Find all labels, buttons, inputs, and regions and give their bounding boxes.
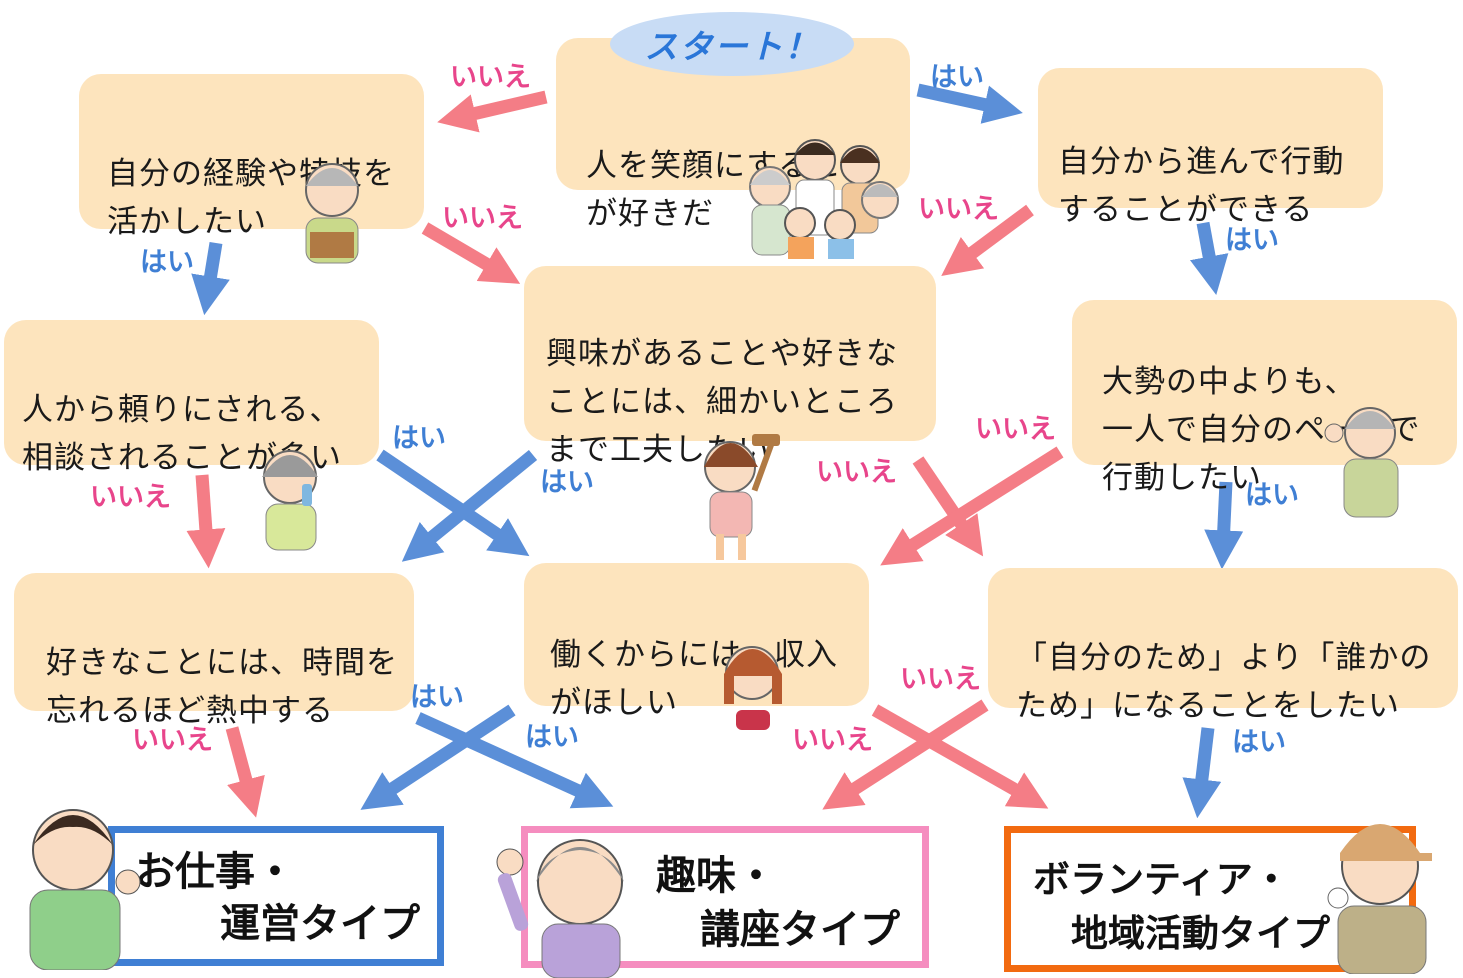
question-experience: 自分の経験や特技を 活かしたい	[79, 74, 424, 240]
label-alone-no: いいえ	[975, 414, 1056, 445]
woman-cheering-illustration	[496, 839, 624, 978]
label-experience-no: いいえ	[442, 203, 523, 234]
arrow-experience-yes	[191, 241, 230, 316]
arrow-smile-yes	[916, 83, 1023, 124]
question-absorbed-text: 好きなことには、時間を 忘れるほど熱中する	[46, 645, 398, 729]
arrow-alone-yes	[1204, 481, 1244, 570]
arrow-income-yes	[360, 704, 516, 810]
arrow-absorbed-no	[225, 726, 265, 818]
arrow-proactive-yes	[1190, 221, 1229, 296]
question-others: 「自分のため」より「誰かの ため」になることをしたい	[988, 568, 1458, 724]
label-others-no: いいえ	[900, 664, 981, 695]
result-work: お仕事・ 運営タイプ	[108, 826, 444, 966]
woman-with-hammer-illustration	[704, 434, 780, 560]
label-interest-no: いいえ	[816, 457, 897, 488]
arrow-income-no	[871, 704, 1049, 809]
label-trusted-no: いいえ	[90, 482, 171, 513]
result-hobby-line2: 講座タイプ	[700, 907, 900, 953]
elderly-man-reading-illustration	[305, 163, 359, 264]
label-proactive-yes: はい	[1225, 225, 1279, 256]
family-group-illustration	[749, 139, 899, 259]
label-experience-yes: はい	[140, 247, 194, 278]
result-volunteer-line1: ボランティア・	[1033, 858, 1290, 901]
question-absorbed: 好きなことには、時間を 忘れるほど熱中する	[14, 573, 414, 729]
question-interest: 興味があることや好きな ことには、細かいところ まで工夫したい	[524, 266, 936, 468]
label-trusted-yes: はい	[392, 423, 446, 454]
arrow-trusted-yes	[376, 449, 530, 557]
label-smile-no: いいえ	[450, 62, 531, 93]
label-income-yes: はい	[525, 722, 579, 753]
label-absorbed-yes: はい	[410, 682, 464, 713]
elderly-woman-phone-illustration	[262, 450, 318, 551]
start-label: スタート！	[644, 27, 820, 66]
elderly-man-thumbs-up-illustration	[1324, 407, 1399, 518]
arrow-interest-yes	[401, 449, 538, 562]
question-interest-text: 興味があることや好きな ことには、細かいところ まで工夫したい	[546, 336, 898, 468]
result-hobby-line1: 趣味・	[656, 853, 776, 899]
man-fist-pump-illustration	[29, 809, 141, 970]
label-smile-yes: はい	[930, 62, 984, 93]
label-others-yes: はい	[1232, 727, 1286, 758]
question-income: 働くからには、収入 がほしい	[524, 563, 869, 721]
question-others-text: 「自分のため」より「誰かの ため」になることをしたい	[1016, 640, 1432, 724]
arrow-absorbed-yes	[415, 712, 614, 809]
label-interest-yes: はい	[540, 467, 594, 498]
result-work-line1: お仕事・	[135, 849, 295, 895]
label-alone-yes: はい	[1245, 480, 1299, 511]
question-proactive-text: 自分から進んで行動 することができる	[1058, 144, 1345, 228]
arrow-trusted-no	[186, 474, 226, 569]
result-volunteer-line2: 地域活動タイプ	[1071, 912, 1330, 955]
arrow-interest-no	[912, 456, 984, 557]
arrow-proactive-no	[941, 204, 1034, 276]
label-income-no: いいえ	[792, 725, 873, 756]
arrow-alone-no	[880, 446, 1064, 566]
label-absorbed-no: いいえ	[132, 725, 213, 756]
question-income-text: 働くからには、収入 がほしい	[550, 637, 838, 721]
man-in-cap-illustration	[1327, 824, 1432, 974]
question-experience-text: 自分の経験や特技を 活かしたい	[107, 156, 395, 240]
result-volunteer: ボランティア・ 地域活動タイプ	[1004, 826, 1416, 972]
woman-with-purse-illustration	[724, 646, 782, 730]
start-bubble: スタート！	[610, 12, 854, 76]
arrow-others-yes	[1182, 727, 1222, 819]
result-work-line2: 運営タイプ	[220, 901, 420, 947]
arrow-smile-no	[437, 90, 548, 133]
label-proactive-no: いいえ	[918, 194, 999, 225]
arrow-others-no	[822, 699, 989, 810]
question-proactive: 自分から進んで行動 することができる	[1038, 68, 1383, 228]
arrow-experience-no	[421, 222, 521, 284]
